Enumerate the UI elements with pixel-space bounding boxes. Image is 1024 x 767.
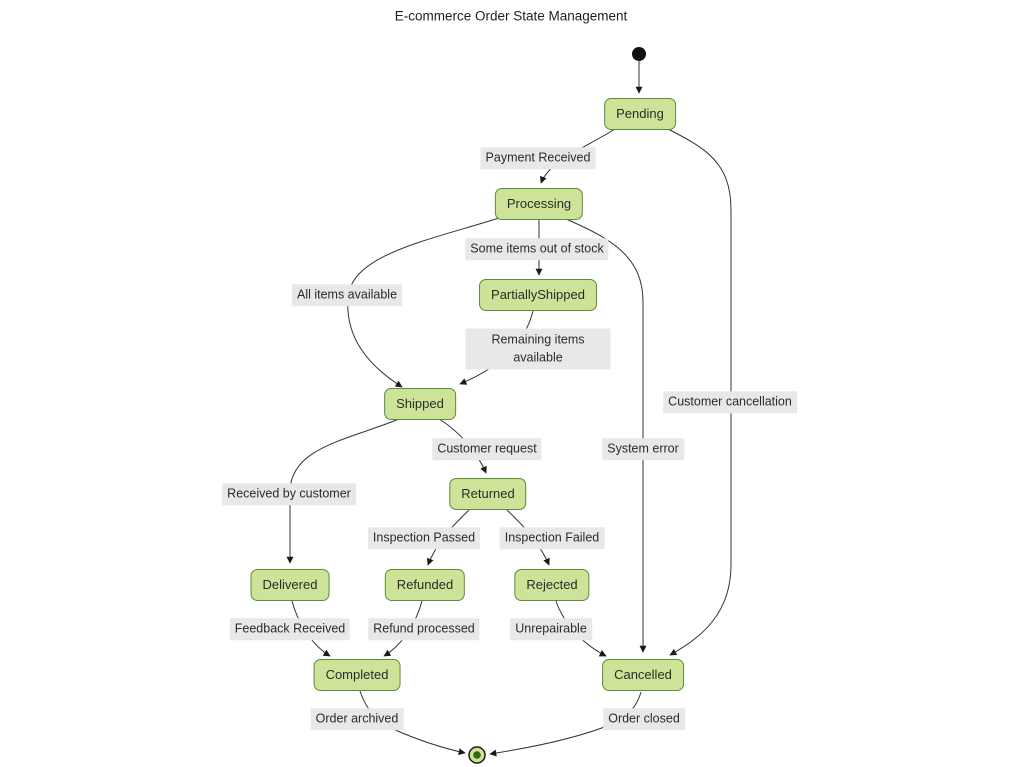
transition-label-system-error: System error — [602, 438, 684, 460]
state-shipped: Shipped — [384, 388, 456, 420]
transition-label-refund-processed: Refund processed — [368, 618, 480, 640]
state-partially-shipped: PartiallyShipped — [479, 279, 597, 311]
final-state-inner-dot — [473, 751, 481, 759]
transition-label-customer-request: Customer request — [432, 438, 542, 460]
state-processing: Processing — [494, 188, 584, 220]
transition-label-unrepairable: Unrepairable — [510, 618, 592, 640]
state-delivered: Delivered — [250, 569, 330, 601]
transition-label-payment-received: Payment Received — [480, 147, 596, 169]
edge-processing-to-cancelled — [565, 218, 647, 653]
transition-label-some-items-out-of-stock: Some items out of stock — [465, 238, 609, 260]
transition-label-inspection-passed: Inspection Passed — [367, 527, 481, 549]
transition-label-remaining-items-available: Remaining items available — [465, 328, 611, 370]
transition-label-feedback-received: Feedback Received — [229, 618, 351, 640]
state-cancelled: Cancelled — [602, 659, 684, 691]
transition-label-customer-cancellation: Customer cancellation — [663, 391, 797, 413]
state-returned: Returned — [449, 478, 527, 510]
transition-label-all-items-available: All items available — [291, 284, 403, 306]
state-completed: Completed — [313, 659, 401, 691]
state-pending: Pending — [604, 98, 676, 130]
transition-label-order-closed: Order closed — [603, 708, 685, 730]
state-rejected: Rejected — [514, 569, 590, 601]
final-state-node — [468, 746, 486, 764]
transition-label-order-archived: Order archived — [310, 708, 404, 730]
diagram-title: E-commerce Order State Management — [394, 8, 628, 24]
state-refunded: Refunded — [384, 569, 466, 601]
edge-cancelled-to-final — [489, 691, 642, 757]
initial-state-dot — [632, 47, 646, 61]
transition-label-inspection-failed: Inspection Failed — [499, 527, 605, 549]
transition-label-received-by-customer: Received by customer — [222, 483, 356, 505]
edge-pending-to-cancelled — [667, 128, 732, 656]
